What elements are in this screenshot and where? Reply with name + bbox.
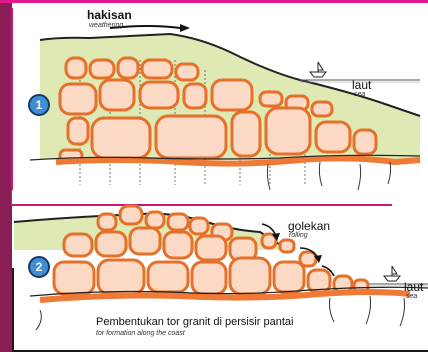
diagram-caption-sub: tor formation along the coast bbox=[96, 330, 185, 337]
stage-divider bbox=[12, 190, 428, 204]
rolling-label: golekan bbox=[288, 219, 330, 233]
stage2-badge: 2 bbox=[28, 256, 50, 278]
weathering-arrow-head bbox=[180, 24, 190, 32]
stage1-roots bbox=[267, 162, 390, 190]
weathering-label: hakisan bbox=[87, 8, 132, 22]
weathering-sublabel: weathering bbox=[89, 22, 123, 29]
page-edge-top bbox=[0, 0, 428, 3]
stage2-sea-label: laut bbox=[404, 280, 423, 294]
stage1-boat-icon bbox=[310, 62, 326, 77]
stage2-sea-sublabel: sea bbox=[406, 293, 417, 300]
stage1-badge: 1 bbox=[28, 94, 50, 116]
rolling-sublabel: rolling bbox=[289, 232, 308, 239]
stage1-sea-label: laut bbox=[352, 78, 371, 92]
stage1-sea-sublabel: sea bbox=[354, 91, 365, 98]
page-edge-left bbox=[0, 0, 12, 352]
diagram-caption: Pembentukan tor granit di persisir panta… bbox=[96, 316, 294, 328]
